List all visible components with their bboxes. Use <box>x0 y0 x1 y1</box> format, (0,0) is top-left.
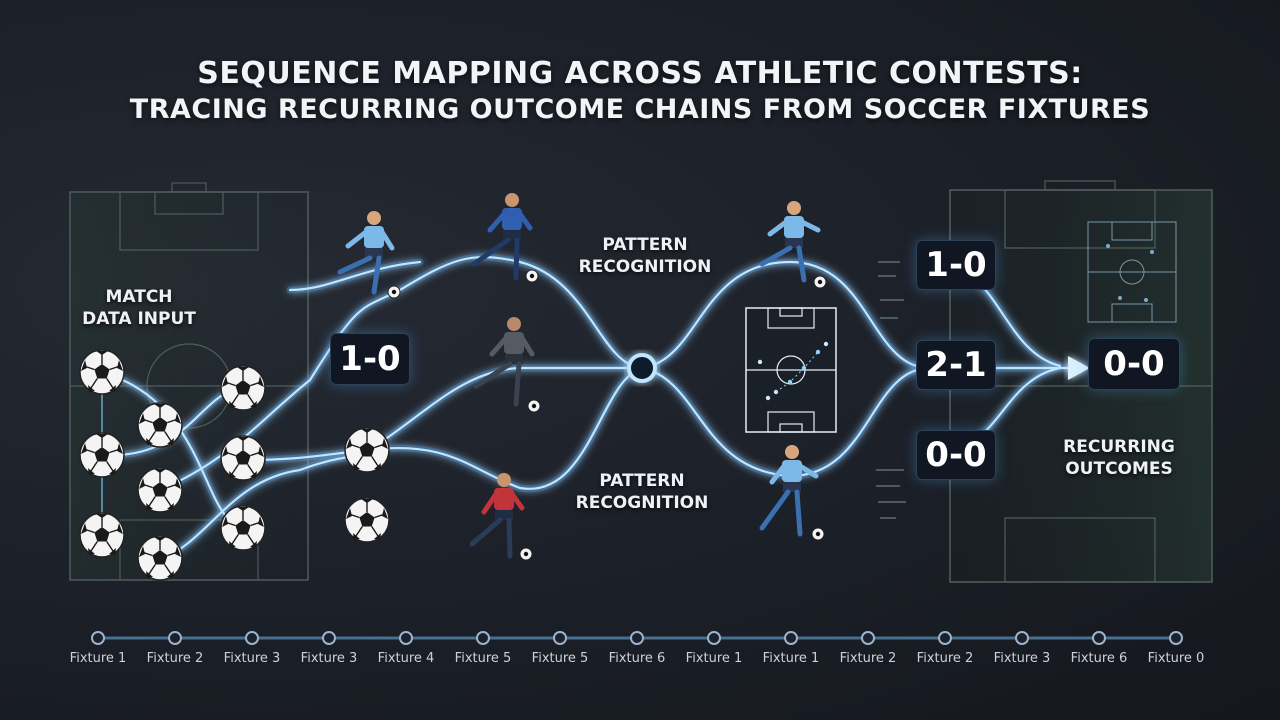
timeline-label: Fixture 2 <box>839 651 897 666</box>
soccer-ball-icon <box>344 497 390 543</box>
player-light-1-icon <box>337 211 401 299</box>
timeline-label: Fixture 2 <box>916 651 974 666</box>
input-balls <box>79 349 390 581</box>
timeline-node <box>861 631 875 645</box>
timeline-node <box>1169 631 1183 645</box>
hub-node <box>627 353 657 383</box>
soccer-ball-icon <box>79 432 125 478</box>
timeline-node <box>168 631 182 645</box>
player-dark-1-icon <box>471 193 539 283</box>
timeline-label: Fixture 5 <box>531 651 589 666</box>
soccer-ball-icon <box>344 427 390 473</box>
timeline-label: Fixture 1 <box>69 651 127 666</box>
player-light-3-icon <box>759 445 825 541</box>
timeline-node <box>938 631 952 645</box>
timeline <box>91 631 1183 645</box>
timeline-node <box>476 631 490 645</box>
soccer-ball-icon <box>220 435 266 481</box>
soccer-ball-icon <box>79 512 125 558</box>
soccer-ball-icon <box>137 467 183 513</box>
timeline-label: Fixture 6 <box>608 651 666 666</box>
score-badge-final: 0-0 <box>1088 338 1180 390</box>
timeline-label: Fixture 6 <box>1070 651 1128 666</box>
tactics-pitch <box>745 307 837 433</box>
player-grey-icon <box>473 317 541 413</box>
player-red-icon <box>469 473 533 561</box>
timeline-label: Fixture 3 <box>223 651 281 666</box>
timeline-label: Fixture 4 <box>377 651 435 666</box>
timeline-node <box>784 631 798 645</box>
score-badge-right-mid: 2-1 <box>916 340 996 390</box>
timeline-node <box>1092 631 1106 645</box>
timeline-node <box>399 631 413 645</box>
flow-arrowhead <box>1068 356 1090 380</box>
timeline-node <box>91 631 105 645</box>
timeline-node <box>553 631 567 645</box>
timeline-node <box>630 631 644 645</box>
soccer-ball-icon <box>220 505 266 551</box>
timeline-node <box>245 631 259 645</box>
title-line-2: TRACING RECURRING OUTCOME CHAINS FROM SO… <box>129 94 1151 125</box>
timeline-label: Fixture 1 <box>685 651 743 666</box>
timeline-node <box>322 631 336 645</box>
timeline-node <box>1015 631 1029 645</box>
score-badge-right-bottom: 0-0 <box>916 430 996 480</box>
timeline-node <box>707 631 721 645</box>
score-badge-left: 1-0 <box>330 333 410 385</box>
timeline-label: Fixture 3 <box>300 651 358 666</box>
score-badge-right-top: 1-0 <box>916 240 996 290</box>
timeline-label: Fixture 2 <box>146 651 204 666</box>
soccer-ball-icon <box>137 535 183 581</box>
soccer-ball-icon <box>220 365 266 411</box>
player-light-2-icon <box>759 201 827 289</box>
timeline-label: Fixture 0 <box>1147 651 1205 666</box>
timeline-label: Fixture 1 <box>762 651 820 666</box>
timeline-label: Fixture 5 <box>454 651 512 666</box>
title-line-1: SEQUENCE MAPPING ACROSS ATHLETIC CONTEST… <box>197 56 1083 91</box>
timeline-label: Fixture 3 <box>993 651 1051 666</box>
soccer-ball-icon <box>79 349 125 395</box>
soccer-ball-icon <box>137 402 183 448</box>
